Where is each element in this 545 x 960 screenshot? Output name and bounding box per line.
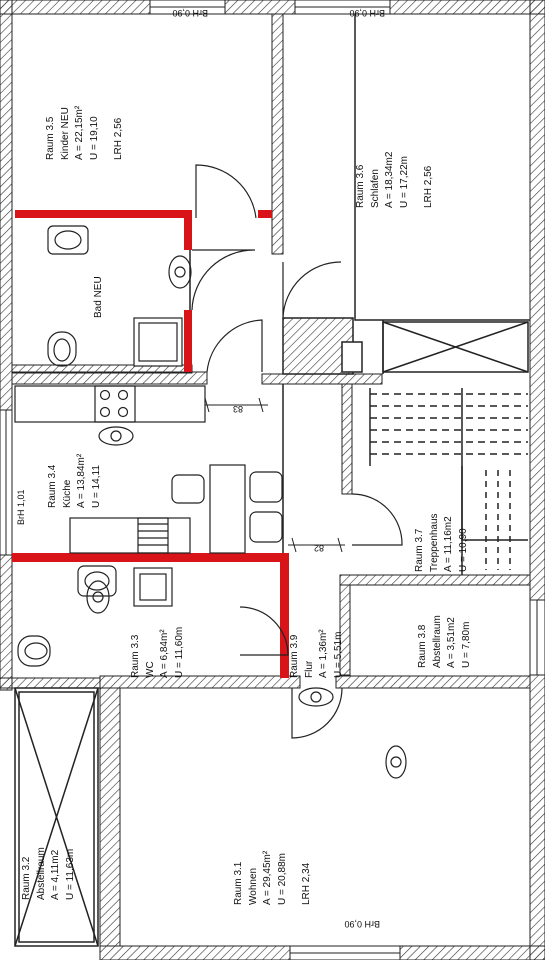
door-wohnen xyxy=(291,687,343,739)
kitchen-counter-lower xyxy=(69,517,191,554)
door-treppenhaus xyxy=(351,493,403,546)
room-label-bad: Bad NEU xyxy=(93,276,104,318)
wall-stair-left xyxy=(341,383,353,495)
room-label-3-3: Raum 3.3 WC A = 6,84m² U = 11,60m xyxy=(130,626,185,678)
room-label-3-7: Raum 3.7 Treppenhaus A = 11,16m2 U = 10,… xyxy=(414,513,469,572)
window-label-bottom: BrH 0,90 xyxy=(344,919,380,929)
dimension-82: 82 xyxy=(313,543,324,553)
wall-mid-horizontal-right xyxy=(261,373,383,385)
stair-box xyxy=(382,321,529,373)
new-wall-hall xyxy=(280,553,289,678)
storage-cross xyxy=(14,687,99,947)
door-kinder xyxy=(195,164,257,219)
new-wall-wc-top xyxy=(12,553,288,562)
wall-storage-left xyxy=(339,584,351,676)
wall-living-top-right xyxy=(335,675,531,689)
stove xyxy=(94,385,136,423)
door-flur xyxy=(239,606,289,656)
wall-storage-top xyxy=(339,574,531,586)
shower xyxy=(133,317,183,367)
new-wall-bath-right-upper xyxy=(184,210,192,250)
wall-rooms-divider xyxy=(271,13,284,255)
bath-sink xyxy=(47,225,89,255)
person-symbols xyxy=(86,255,407,779)
dimension-83: 83 xyxy=(232,404,243,414)
room-label-3-6: Raum 3.6 Schlafen A = 18,34m2 U = 17,22m… xyxy=(355,151,434,208)
toilet-bad xyxy=(47,331,77,367)
new-wall-bath-right-lower xyxy=(184,310,192,372)
room-label-3-4: Raum 3.4 Küche A = 13,84m² U = 14,11 xyxy=(47,453,102,508)
room-label-3-8: Raum 3.8 Abstellraum A = 3,51m2 U = 7,80… xyxy=(417,615,472,668)
wall-mid-horizontal-left xyxy=(11,371,208,385)
wc-sink xyxy=(77,565,117,597)
dimension-lines xyxy=(200,397,345,553)
toilet-wc xyxy=(17,635,51,667)
room-label-3-2: Raum 3.2 Abstellraum A = 4,11m2 U = 11,6… xyxy=(21,847,76,900)
door-schlafen xyxy=(282,261,342,319)
kitchen-fittings xyxy=(14,385,283,554)
staircase xyxy=(369,321,529,575)
doors xyxy=(191,164,403,739)
new-wall-door-stub xyxy=(258,210,272,218)
room-label-3-9: Raum 3.9 Flur A = 1,36m² U = 5,51m xyxy=(289,629,344,678)
door-kueche xyxy=(206,319,263,373)
wall-living-left xyxy=(99,687,121,947)
dining-table xyxy=(209,464,246,554)
wc-washer xyxy=(133,567,173,607)
new-walls xyxy=(12,210,289,678)
window-label-top-left: BrH 0,90 xyxy=(172,8,208,18)
wall-balcony-top xyxy=(0,677,101,689)
room-label-3-5: Raum 3.5 Kinder NEU A = 22,15m² U = 19,1… xyxy=(45,105,124,160)
window-label-top-right: BrH 0,90 xyxy=(349,8,385,18)
kitchen-counter xyxy=(14,385,206,423)
bath-fittings xyxy=(17,225,183,667)
kitchen-sink xyxy=(137,517,169,554)
window-label-left: BrH 1,01 xyxy=(16,489,26,525)
room-label-3-1: Raum 3.1 Wohnen A = 29,45m² U = 20,88m L… xyxy=(233,850,312,905)
wall-right xyxy=(529,0,545,960)
wall-top xyxy=(0,0,545,15)
door-bad xyxy=(191,249,256,311)
new-wall-bath-top xyxy=(15,210,190,218)
wall-left-upper xyxy=(0,0,13,691)
